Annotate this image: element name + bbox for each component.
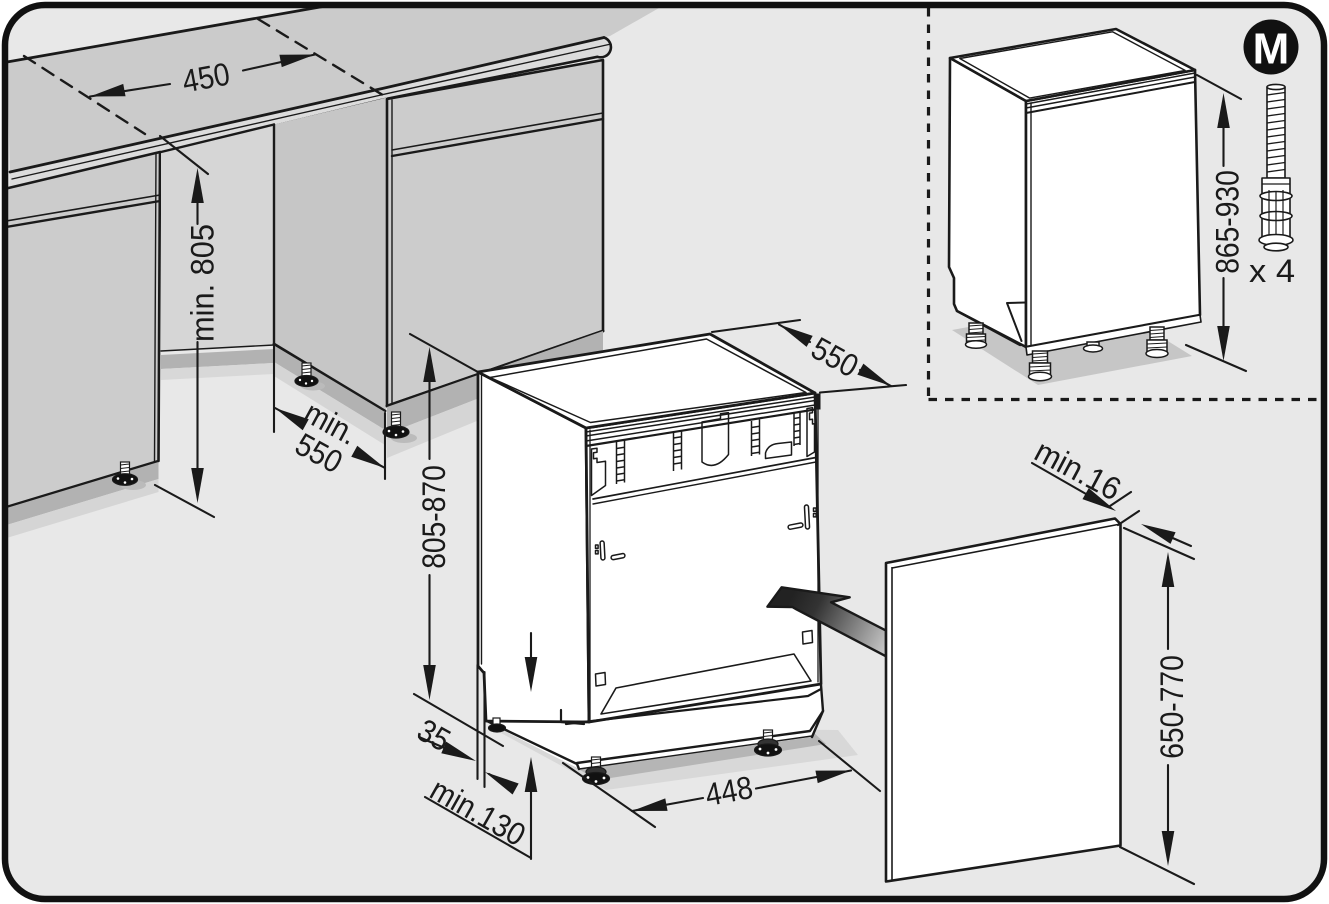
svg-text:x 4: x 4: [1249, 253, 1295, 289]
svg-text:M: M: [1253, 25, 1290, 74]
svg-text:min. 805: min. 805: [185, 224, 221, 342]
svg-text:650-770: 650-770: [1154, 655, 1190, 759]
svg-text:805-870: 805-870: [416, 465, 452, 569]
svg-text:865-930: 865-930: [1210, 170, 1246, 274]
svg-text:450: 450: [179, 55, 232, 99]
svg-text:448: 448: [702, 769, 755, 813]
